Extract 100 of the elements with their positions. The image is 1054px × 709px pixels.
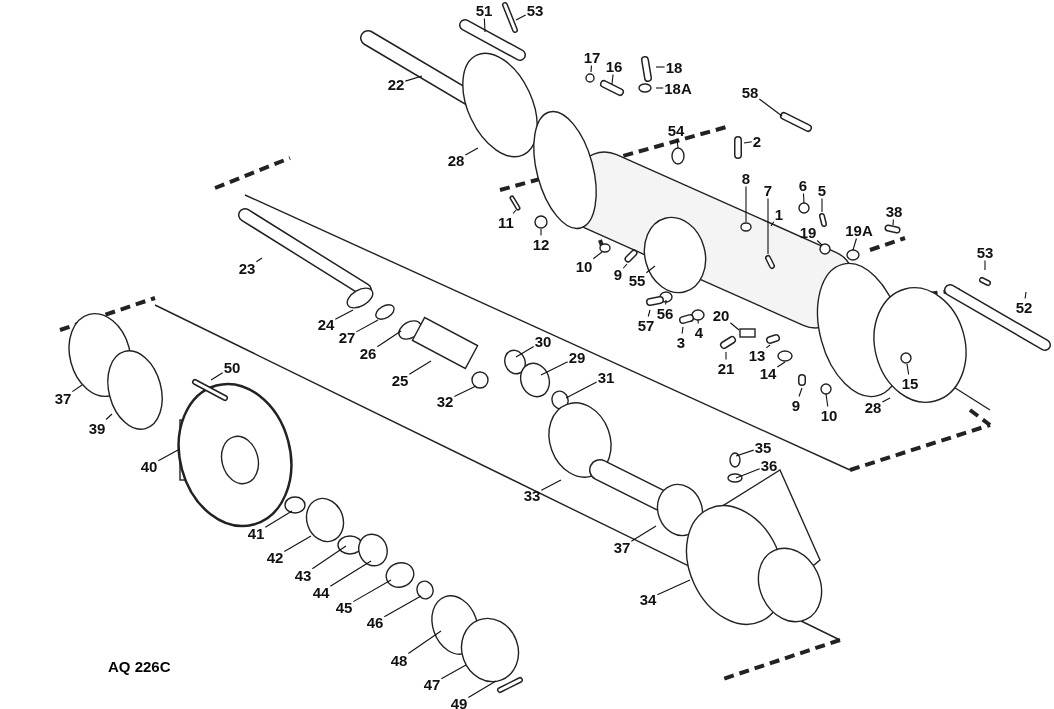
callout-number: 46 <box>366 614 384 630</box>
callout-number: 29 <box>568 349 586 365</box>
leader-line <box>681 326 684 335</box>
callout-number: 48 <box>390 652 408 668</box>
leader-line <box>758 98 783 117</box>
callout-number: 36 <box>760 457 778 473</box>
callout-number: 58 <box>741 84 759 100</box>
callout-number: 39 <box>88 420 106 436</box>
callout-number: 31 <box>597 369 615 385</box>
callout-number: 23 <box>238 260 256 276</box>
callout-number: 4 <box>694 324 704 340</box>
callout-number: 53 <box>976 244 994 260</box>
leader-line <box>352 579 392 603</box>
callout-number: 28 <box>447 152 465 168</box>
callout-number: 26 <box>359 345 377 361</box>
leader-line <box>725 351 727 361</box>
leader-line <box>622 263 628 269</box>
callout-number: 47 <box>423 676 441 692</box>
callout-number: 1 <box>774 206 784 222</box>
callout-number: 41 <box>247 525 265 541</box>
leader-line <box>453 385 477 398</box>
drawing-number: AQ 226C <box>108 658 171 675</box>
callout-number: 25 <box>391 372 409 388</box>
leader-line <box>210 372 224 381</box>
leader-line <box>647 309 651 318</box>
leader-line <box>816 239 823 246</box>
leader-line <box>590 64 592 73</box>
callout-number: 42 <box>266 549 284 565</box>
callout-number: 44 <box>312 584 330 600</box>
callout-number: 21 <box>717 360 735 376</box>
callout-number: 40 <box>140 458 158 474</box>
leader-line <box>776 361 786 368</box>
leader-line <box>802 192 805 204</box>
callout-number: 27 <box>338 329 356 345</box>
leader-line <box>376 330 402 348</box>
callout-number: 34 <box>639 591 657 607</box>
callout-number: 33 <box>523 487 541 503</box>
callout-number: 28 <box>864 399 882 415</box>
leader-line <box>655 87 664 89</box>
callout-number: 11 <box>498 214 514 230</box>
leader-line <box>745 185 747 223</box>
callout-number: 32 <box>436 393 454 409</box>
leader-line <box>821 197 823 213</box>
leader-line <box>770 221 775 227</box>
leader-line <box>329 560 372 587</box>
callout-number: 24 <box>317 316 335 332</box>
leader-line <box>592 251 603 260</box>
leader-line <box>676 137 679 149</box>
callout-number: 37 <box>54 390 72 406</box>
leader-line <box>334 309 354 320</box>
leader-line <box>255 257 263 263</box>
leader-line <box>467 680 497 698</box>
callout-number: 10 <box>820 407 838 423</box>
callout-number: 19 <box>799 224 817 240</box>
leader-line <box>383 595 422 618</box>
leader-line <box>407 630 442 655</box>
callout-number: 10 <box>575 258 593 274</box>
callout-number: 53 <box>526 2 544 18</box>
leader-line <box>852 237 857 251</box>
callout-number: 3 <box>676 334 686 350</box>
leader-line <box>565 381 598 399</box>
callout-number: 19A <box>845 222 873 238</box>
callout-number: 9 <box>791 397 801 413</box>
leader-line <box>743 141 753 144</box>
leader-line <box>767 197 769 255</box>
leader-line <box>881 397 891 403</box>
callout-number: 30 <box>534 333 552 349</box>
callout-number: 14 <box>759 365 777 381</box>
callout-number: 37 <box>613 539 631 555</box>
leader-line <box>515 346 535 358</box>
leader-line <box>157 449 179 462</box>
leader-line <box>512 209 517 215</box>
leader-line <box>735 449 755 457</box>
callout-number: 13 <box>748 347 766 363</box>
callout-number: 22 <box>387 76 405 92</box>
leader-line <box>892 218 894 226</box>
callout-number: 51 <box>475 2 493 18</box>
leader-line <box>655 66 666 68</box>
leader-line <box>105 413 113 421</box>
leader-line <box>984 259 986 271</box>
leader-line <box>765 344 771 349</box>
callout-number: 45 <box>335 599 353 615</box>
leader-line <box>630 525 657 542</box>
leader-line <box>404 75 423 82</box>
callout-number: 15 <box>901 375 919 391</box>
callout-number: 6 <box>798 177 808 193</box>
callout-number: 16 <box>605 58 623 74</box>
callout-number: 18A <box>664 80 692 96</box>
callout-number: 9 <box>613 266 623 282</box>
callout-number: 12 <box>532 236 550 252</box>
callout-number: 7 <box>763 182 773 198</box>
leader-line <box>729 322 740 331</box>
leader-line <box>735 468 761 479</box>
leader-line <box>483 17 486 33</box>
callout-number: 52 <box>1015 299 1033 315</box>
leader-line <box>515 14 527 21</box>
leader-line <box>540 228 542 237</box>
leader-line <box>440 664 467 680</box>
callout-number: 38 <box>885 203 903 219</box>
callout-number: 17 <box>583 49 601 65</box>
